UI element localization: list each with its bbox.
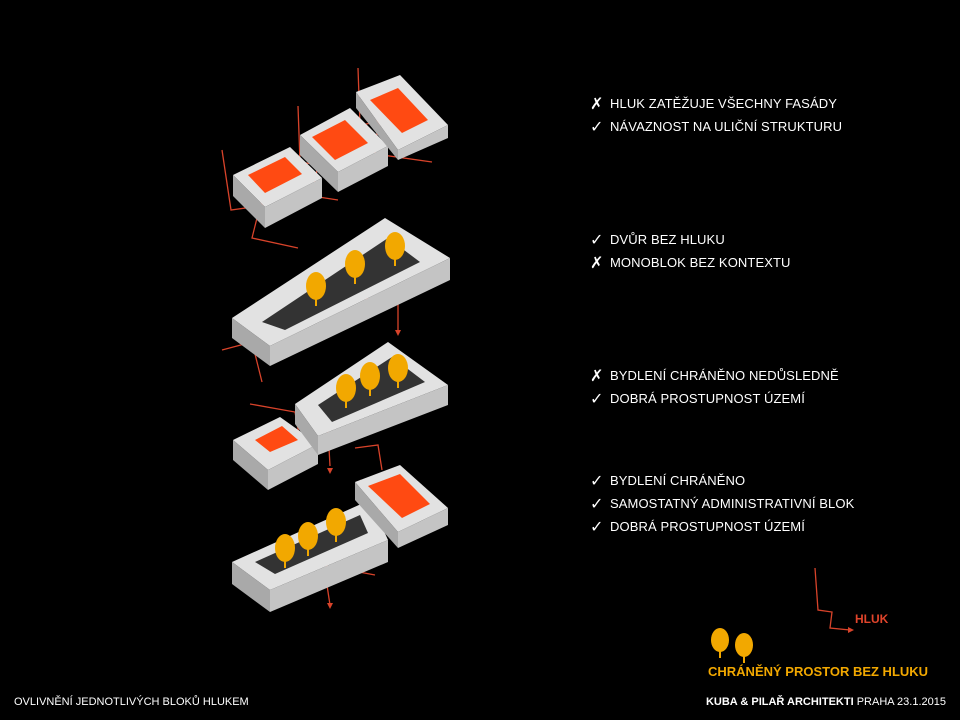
footer-credit: KUBA & PILAŘ ARCHITEKTI PRAHA 23.1.2015 — [706, 696, 946, 708]
check-text: SAMOSTATNÝ ADMINISTRATIVNÍ BLOK — [610, 496, 855, 511]
legend-noise-line — [814, 567, 851, 631]
legend-tree — [735, 633, 753, 663]
footer-title: OVLIVNĚNÍ JEDNOTLIVÝCH BLOKŮ HLUKEM — [14, 696, 249, 708]
tree — [336, 374, 356, 408]
footer-firm: KUBA & PILAŘ ARCHITEKTI — [705, 696, 854, 708]
tree — [298, 522, 318, 556]
check-item: ✓ DOBRÁ PROSTUPNOST ÚZEMÍ — [590, 517, 805, 537]
check-text: DOBRÁ PROSTUPNOST ÚZEMÍ — [610, 519, 805, 534]
check-item: ✗ BYDLENÍ CHRÁNĚNO NEDŮSLEDNĚ — [590, 366, 839, 386]
cross-icon: ✗ — [590, 366, 604, 385]
u-block-small — [233, 147, 322, 228]
tree — [345, 250, 365, 284]
check-icon: ✓ — [590, 494, 604, 513]
tree — [306, 272, 326, 306]
trees — [275, 232, 753, 663]
u-block-offices — [355, 465, 448, 548]
legend-tree — [711, 628, 729, 658]
check-icon: ✓ — [590, 517, 604, 536]
check-item: ✗ MONOBLOK BEZ KONTEXTU — [590, 253, 791, 273]
check-text: BYDLENÍ CHRÁNĚNO NEDŮSLEDNĚ — [610, 368, 839, 383]
check-item: ✓ DVŮR BEZ HLUKU — [590, 230, 725, 250]
check-text: BYDLENÍ CHRÁNĚNO — [610, 473, 746, 488]
cross-icon: ✗ — [590, 253, 604, 272]
small-block — [233, 417, 318, 490]
scenario-3-blocks — [233, 342, 448, 490]
noise-arrow — [327, 468, 333, 474]
check-text: MONOBLOK BEZ KONTEXTU — [610, 255, 791, 270]
tree — [385, 232, 405, 266]
tree — [275, 534, 295, 568]
check-icon: ✓ — [590, 389, 604, 408]
tree — [326, 508, 346, 542]
check-item: ✓ DOBRÁ PROSTUPNOST ÚZEMÍ — [590, 389, 805, 409]
check-item: ✓ BYDLENÍ CHRÁNĚNO — [590, 471, 745, 491]
check-icon: ✓ — [590, 471, 604, 490]
noise-arrow — [327, 603, 333, 609]
footer-place-date: PRAHA 23.1.2015 — [856, 696, 946, 708]
legend-quiet-label: CHRÁNĚNÝ PROSTOR BEZ HLUKU — [708, 664, 929, 679]
check-item: ✓ NÁVAZNOST NA ULIČNÍ STRUKTURU — [590, 117, 842, 137]
check-text: HLUK ZATĚŽUJE VŠECHNY FASÁDY — [610, 96, 837, 111]
check-icon: ✓ — [590, 117, 604, 136]
noise-arrow — [395, 330, 401, 336]
check-item: ✓ SAMOSTATNÝ ADMINISTRATIVNÍ BLOK — [590, 494, 854, 514]
tree — [388, 354, 408, 388]
legend-noise-arrow — [848, 627, 854, 633]
check-text: DOBRÁ PROSTUPNOST ÚZEMÍ — [610, 391, 805, 406]
scenario-1-blocks — [233, 75, 448, 228]
long-block — [232, 500, 388, 612]
scenario-4-blocks — [232, 465, 448, 612]
noise-line — [354, 444, 383, 471]
check-text: DVŮR BEZ HLUKU — [610, 232, 725, 247]
courtyard-block — [295, 342, 448, 455]
cross-icon: ✗ — [590, 94, 604, 113]
check-icon: ✓ — [590, 230, 604, 249]
check-text: NÁVAZNOST NA ULIČNÍ STRUKTURU — [610, 119, 843, 134]
u-block-mid — [300, 108, 388, 192]
u-block-right — [356, 75, 448, 160]
tree — [360, 362, 380, 396]
legend-noise-label: HLUK — [855, 612, 889, 626]
check-item: ✗ HLUK ZATĚŽUJE VŠECHNY FASÁDY — [590, 94, 837, 114]
